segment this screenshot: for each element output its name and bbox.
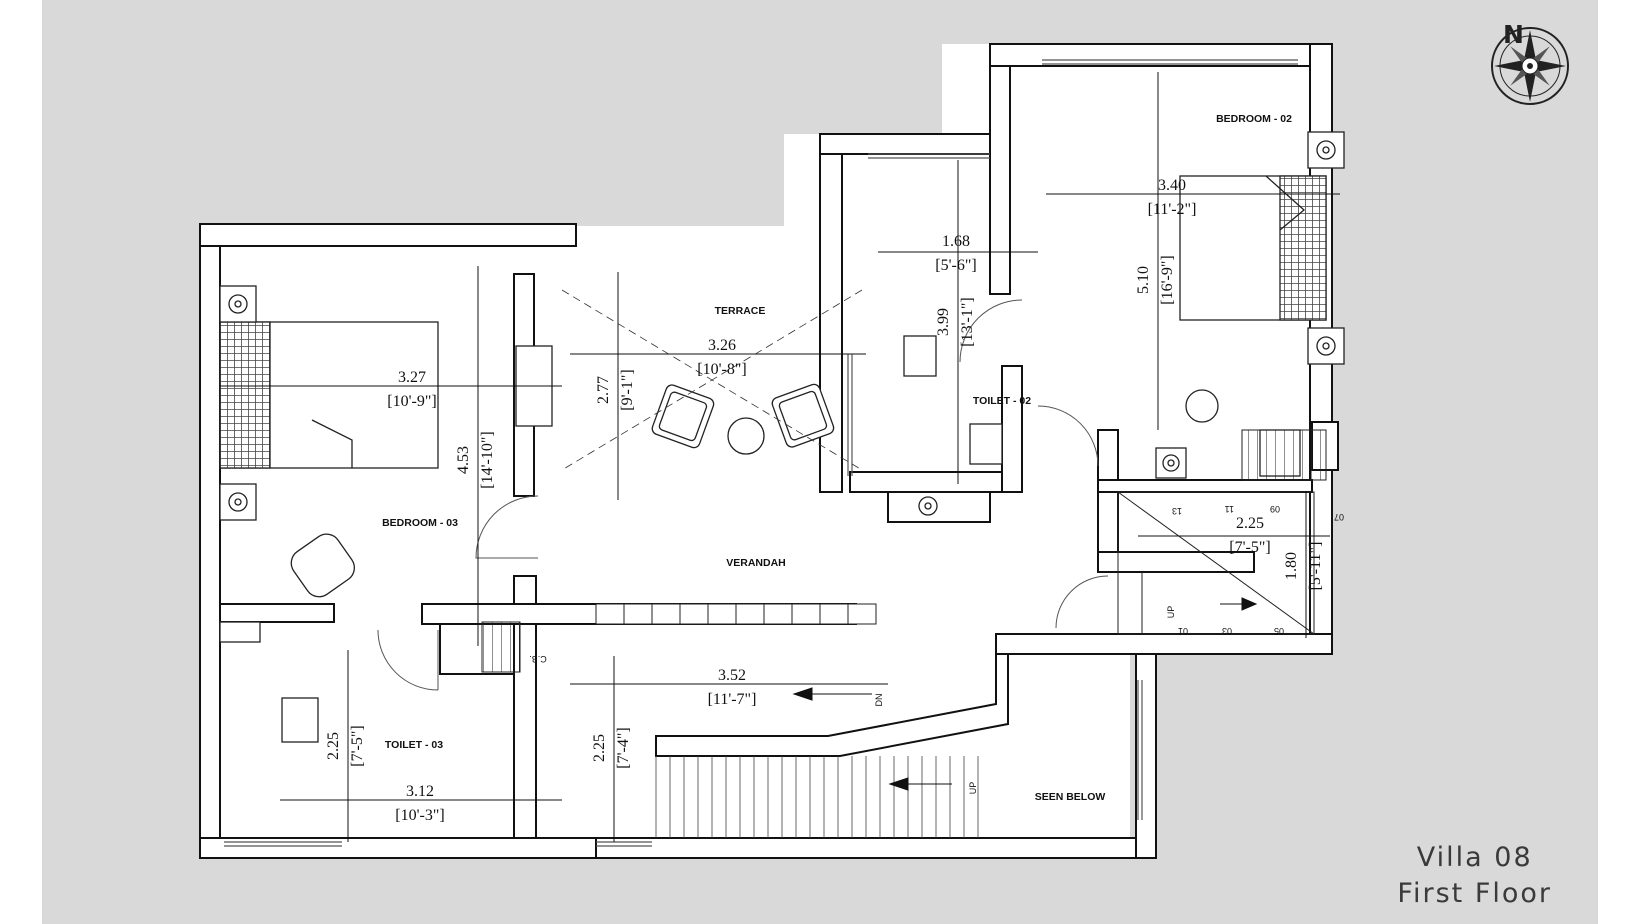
armchair-icon (290, 533, 356, 598)
dim-lobby-width: 3.52 (718, 667, 746, 684)
title-block: Villa 08 First Floor (1397, 840, 1552, 912)
label-seen-below: SEEN BELOW (1035, 791, 1106, 803)
stair-step (791, 603, 821, 625)
stair-numbers: 13 11 09 07 01 03 05 (1172, 504, 1344, 636)
step-number: 05 (1274, 626, 1284, 636)
dim-toilet-02-width-ft: [5'-6"] (935, 257, 976, 274)
dim-toilet-02-length-ft: [13'-1"] (959, 297, 976, 346)
dim-terrace-length: 2.77 (595, 376, 612, 404)
dim-bedroom-03-width-ft: [10'-9"] (387, 393, 436, 410)
label-verandah: VERANDAH (726, 557, 786, 569)
dim-bedroom-03-length: 4.53 (455, 446, 472, 474)
stair-step (819, 603, 849, 625)
furniture (219, 131, 1345, 743)
dim-bedroom-02-length: 5.10 (1135, 266, 1152, 294)
north-label: N (1503, 20, 1524, 49)
title-line-2: First Floor (1397, 878, 1552, 909)
terrace-lines (561, 289, 863, 471)
direction-arrows (792, 597, 1258, 791)
stair-step (847, 603, 877, 625)
step-number: 09 (1270, 504, 1280, 514)
dim-bedroom-02-width-ft: [11'-2"] (1148, 201, 1197, 218)
stair-step (735, 603, 765, 625)
label-toilet-02: TOILET - 02 (973, 395, 1031, 407)
dim-stair-length-ft: [5'-11"] (1307, 542, 1324, 591)
lamp-icon (219, 131, 1345, 521)
label-up-stair: UP (1166, 606, 1176, 619)
dim-terrace-length-ft: [9'-1"] (619, 369, 636, 410)
label-toilet-03: TOILET - 03 (385, 739, 443, 751)
step-number: 03 (1222, 626, 1232, 636)
staircases (481, 429, 1327, 838)
dim-toilet-02-length: 3.99 (935, 308, 952, 336)
dim-terrace-width: 3.26 (708, 337, 736, 354)
label-cb: C.B. (529, 654, 547, 664)
label-bedroom-02: BEDROOM - 02 (1216, 113, 1292, 125)
stair-step (623, 603, 653, 625)
step-number: 01 (1178, 626, 1188, 636)
dim-toilet-03-length-ft: [7'-5"] (349, 725, 366, 766)
compass-icon (1491, 27, 1569, 105)
floor-plan: BEDROOM - 02 TERRACE TOILET - 02 BEDROOM… (199, 27, 1569, 859)
step-number: 13 (1172, 506, 1182, 516)
chair-icon (1185, 389, 1219, 423)
dimension-lines (220, 72, 1340, 842)
stair-step (651, 603, 681, 625)
drawing-sheet: BEDROOM - 02 TERRACE TOILET - 02 BEDROOM… (42, 0, 1598, 924)
dim-bedroom-02-width: 3.40 (1158, 177, 1186, 194)
label-dn: DN (874, 694, 884, 707)
dim-toilet-03-width-ft: [10'-3"] (395, 807, 444, 824)
label-bedroom-03: BEDROOM - 03 (382, 517, 458, 529)
dim-toilet-02-width: 1.68 (942, 233, 970, 250)
dim-lobby-length-ft: [7'-4"] (615, 727, 632, 768)
title-line-1: Villa 08 (1416, 842, 1533, 873)
label-up-lower: UP (968, 782, 978, 795)
stair-step (763, 603, 793, 625)
dim-stair-length: 1.80 (1283, 552, 1300, 580)
dim-stair-width: 2.25 (1236, 515, 1264, 532)
door-swings (377, 299, 1109, 691)
room-labels: BEDROOM - 02 TERRACE TOILET - 02 BEDROOM… (382, 113, 1292, 803)
step-number: 07 (1334, 512, 1344, 522)
dimension-texts: 3.40 [11'-2"] 5.10 [16'-9"] 1.68 [5'-6"]… (325, 177, 1324, 824)
step-number: 11 (1225, 504, 1234, 514)
windows (224, 59, 1298, 847)
dim-toilet-03-width: 3.12 (406, 783, 434, 800)
dim-lobby-length: 2.25 (591, 734, 608, 762)
dim-bedroom-02-length-ft: [16'-9"] (1159, 255, 1176, 304)
dim-toilet-03-length: 2.25 (325, 732, 342, 760)
stair-step (595, 603, 625, 625)
coffee-table (727, 417, 765, 455)
label-terrace: TERRACE (715, 305, 766, 317)
stair-step (679, 603, 709, 625)
dim-stair-width-ft: [7'-5"] (1229, 539, 1270, 556)
stair-step (707, 603, 737, 625)
dim-lobby-width-ft: [11'-7"] (708, 691, 757, 708)
walls (199, 43, 1339, 859)
dim-bedroom-03-length-ft: [14'-10"] (479, 431, 496, 488)
dim-terrace-width-ft: [10'-8"] (697, 361, 746, 378)
dim-bedroom-03-width: 3.27 (398, 369, 426, 386)
